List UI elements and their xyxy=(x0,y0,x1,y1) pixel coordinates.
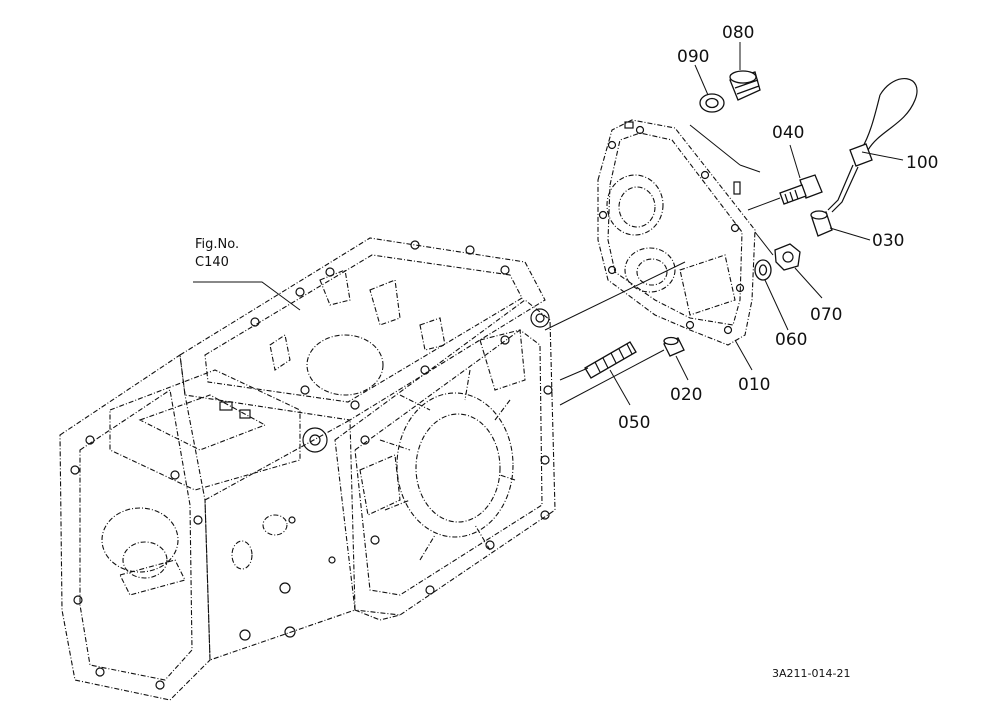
plug-080 xyxy=(729,70,761,101)
drawing-code: 3A211-014-21 xyxy=(772,667,850,680)
callout-060: 060 xyxy=(775,330,807,350)
figure-reference-number: C140 xyxy=(195,255,229,270)
leader-lines xyxy=(193,42,904,406)
transmission-case xyxy=(59,237,556,701)
callout-090: 090 xyxy=(677,47,709,67)
alignment-lines xyxy=(544,124,781,406)
bolt-040 xyxy=(779,174,823,205)
callout-070: 070 xyxy=(810,305,842,325)
nut-070 xyxy=(774,243,801,271)
cover-plate-010 xyxy=(597,119,756,346)
bush-030 xyxy=(810,210,833,237)
callout-100: 100 xyxy=(906,153,938,173)
callout-050: 050 xyxy=(618,413,650,433)
stud-050 xyxy=(584,341,637,379)
washer-060 xyxy=(754,259,772,281)
dipstick-100 xyxy=(827,78,918,213)
pin-020 xyxy=(663,336,685,357)
callout-020: 020 xyxy=(670,385,702,405)
callout-080: 080 xyxy=(722,23,754,43)
washer-090 xyxy=(699,93,725,113)
callout-030: 030 xyxy=(872,231,904,251)
callout-040: 040 xyxy=(772,123,804,143)
figure-reference-label: Fig.No. xyxy=(195,237,239,252)
callout-010: 010 xyxy=(738,375,770,395)
